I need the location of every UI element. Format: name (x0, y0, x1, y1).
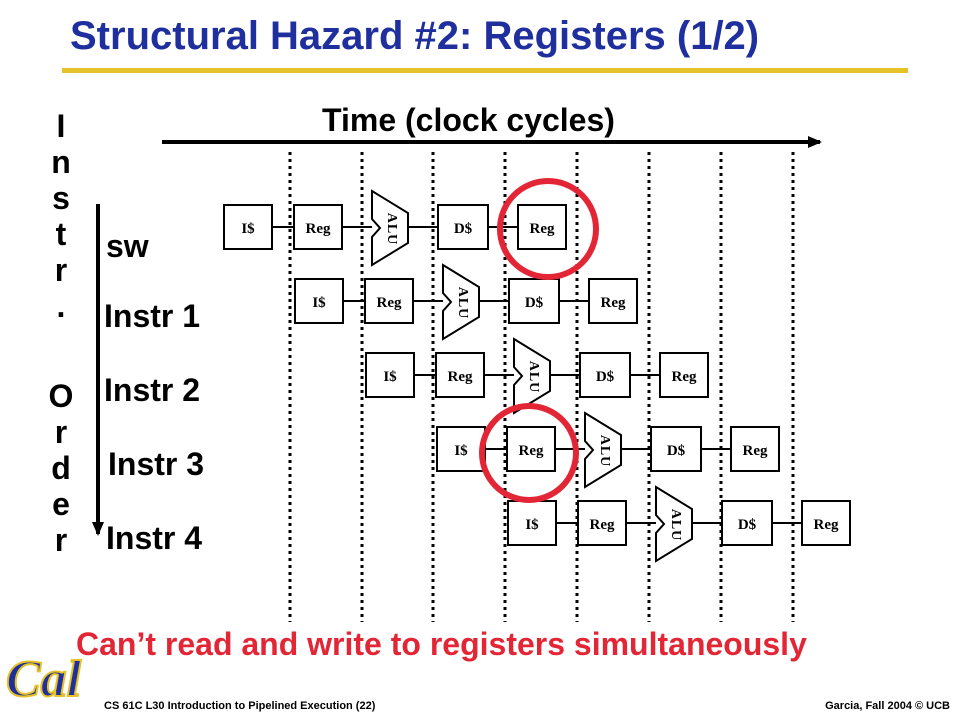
alu-label: ALU (455, 287, 470, 320)
axis-letter: r (54, 252, 68, 288)
time-axis-label: Time (clock cycles) (322, 102, 615, 138)
reg-write-box (801, 500, 851, 546)
reg-read-label: Reg (519, 443, 544, 459)
axis-letter: n (51, 144, 71, 180)
footer-credit: Garcia, Fall 2004 © UCB (825, 700, 950, 712)
reg-read-label: Reg (590, 517, 615, 533)
axis-letter: d (51, 450, 71, 486)
pipeline-row: I$ Reg ALU D$ Reg (507, 485, 851, 563)
axis-letter: s (52, 180, 70, 216)
reg-write-label: Reg (672, 369, 697, 385)
icache-box (294, 278, 344, 324)
instr-label-2: Instr 2 (104, 372, 201, 408)
axis-letter: O (48, 378, 74, 414)
icache-box (507, 500, 557, 546)
reg-read-label: Reg (448, 369, 473, 385)
icache-label: I$ (383, 369, 397, 385)
icache-label: I$ (312, 295, 326, 311)
axis-letter: r (54, 522, 68, 558)
reg-read-box (577, 500, 627, 546)
dcache-label: D$ (596, 369, 615, 385)
reg-read-label: Reg (377, 295, 402, 311)
cal-logo-text: Cal (6, 651, 82, 708)
hazard-caption: Can’t read and write to registers simult… (76, 626, 807, 662)
clock-cycle-dividers (288, 152, 795, 622)
alu-shape (442, 263, 480, 341)
axis-letter: I (56, 108, 66, 144)
alu-shape (655, 485, 693, 563)
alu-label: ALU (668, 509, 683, 542)
dcache-label: D$ (525, 295, 544, 311)
dcache-box (437, 204, 489, 250)
reg-write-label: Reg (743, 443, 768, 459)
reg-read-label: Reg (306, 221, 331, 237)
reg-write-label: Reg (601, 295, 626, 311)
reg-write-box (588, 278, 638, 324)
dcache-label: D$ (667, 443, 686, 459)
reg-write-label: Reg (530, 221, 555, 237)
dcache-box (508, 278, 560, 324)
axis-letter: e (52, 486, 70, 522)
alu-shape (513, 337, 551, 415)
write-conflict-circle (497, 178, 599, 280)
alu-label: ALU (526, 361, 541, 394)
instr-label-1: Instr 1 (104, 298, 201, 334)
axis-letter: r (54, 414, 68, 450)
instr-label-3: Instr 3 (108, 446, 205, 482)
reg-read-box (293, 204, 343, 250)
reg-read-box (364, 278, 414, 324)
read-conflict-circle (479, 403, 579, 503)
icache-label: I$ (454, 443, 468, 459)
icache-label: I$ (241, 221, 255, 237)
slide-title: Structural Hazard #2: Registers (1/2) (70, 14, 760, 58)
cal-logo: Cal (5, 650, 83, 708)
icache-box (365, 352, 415, 398)
instr-label-sw: sw (106, 228, 149, 264)
axis-letter: t (55, 216, 67, 252)
footer-course: CS 61C L30 Introduction to Pipelined Exe… (104, 700, 376, 712)
reg-write-box (730, 426, 780, 472)
alu-shape (371, 189, 409, 267)
title-underline (62, 68, 908, 73)
axis-letter: . (56, 288, 66, 324)
icache-label: I$ (525, 517, 539, 533)
reg-read-box (506, 426, 556, 472)
pipeline-row: I$ Reg ALU D$ Reg (365, 337, 709, 415)
reg-write-box (659, 352, 709, 398)
reg-write-label: Reg (814, 517, 839, 533)
dcache-box (579, 352, 631, 398)
reg-write-box (517, 204, 567, 250)
dcache-label: D$ (738, 517, 757, 533)
dcache-box (721, 500, 773, 546)
instr-label-4: Instr 4 (106, 520, 203, 556)
icache-box (223, 204, 273, 250)
pipeline-row: I$ Reg ALU D$ Reg (436, 411, 780, 489)
pipeline-row: I$ Reg ALU D$ Reg (294, 263, 638, 341)
reg-read-box (435, 352, 485, 398)
pipeline-row: I$ Reg ALU D$ Reg (223, 189, 567, 267)
alu-label: ALU (597, 435, 612, 468)
alu-shape (584, 411, 622, 489)
dcache-box (650, 426, 702, 472)
alu-label: ALU (384, 213, 399, 246)
dcache-label: D$ (454, 221, 473, 237)
